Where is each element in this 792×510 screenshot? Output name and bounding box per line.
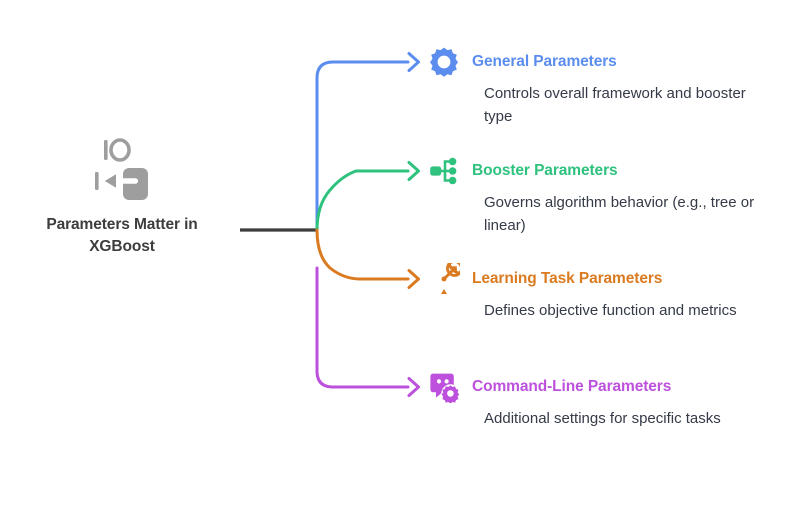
branch-header: Command-Line Parameters: [428, 371, 784, 405]
branch-header: General Parameters: [428, 46, 784, 80]
root-label: Parameters Matter in XGBoost: [46, 214, 197, 258]
connector-command-line-parameters: [315, 266, 410, 389]
branch-title: Learning Task Parameters: [472, 270, 663, 287]
branch-description: Defines objective function and metrics: [484, 302, 737, 319]
arrowhead-booster-parameters: [407, 161, 420, 181]
branch-general-parameters[interactable]: General Parameters Controls overall fram…: [428, 46, 784, 129]
branch-command-line-parameters[interactable]: Command-Line Parameters Additional setti…: [428, 371, 784, 430]
branch-description: Additional settings for specific tasks: [484, 410, 721, 427]
arrowhead-general-parameters: [407, 52, 420, 72]
branch-title: General Parameters: [472, 53, 617, 70]
branch-learning-task-parameters[interactable]: Learning Task Parameters Defines objecti…: [428, 263, 784, 322]
connector-general-parameters: [315, 60, 410, 232]
branch-description: Governs algorithm behavior (e.g., tree o…: [484, 194, 755, 235]
root-node[interactable]: Parameters Matter in XGBoost: [8, 138, 236, 258]
target-arrow-icon: [441, 263, 460, 294]
arrowhead-command-line-parameters: [407, 377, 420, 397]
root-label-line2: XGBoost: [89, 238, 155, 255]
branch-booster-parameters[interactable]: Booster Parameters Governs algorithm beh…: [428, 155, 784, 238]
hierarchy-tree-icon: [430, 157, 457, 185]
branch-title: Booster Parameters: [472, 162, 618, 179]
arrowhead-learning-task-parameters: [407, 269, 420, 289]
console-gear-icon: [430, 373, 460, 403]
root-label-line1: Parameters Matter in: [46, 216, 198, 233]
branch-header: Learning Task Parameters: [428, 263, 784, 297]
connector-learning-task-parameters: [315, 228, 410, 281]
connector-booster-parameters: [315, 169, 410, 232]
branch-title: Command-Line Parameters: [472, 378, 672, 395]
branch-description: Controls overall framework and booster t…: [484, 85, 746, 126]
branch-header: Booster Parameters: [428, 155, 784, 189]
gear-icon: [430, 47, 458, 77]
io-data-transfer-icon: [95, 138, 148, 200]
